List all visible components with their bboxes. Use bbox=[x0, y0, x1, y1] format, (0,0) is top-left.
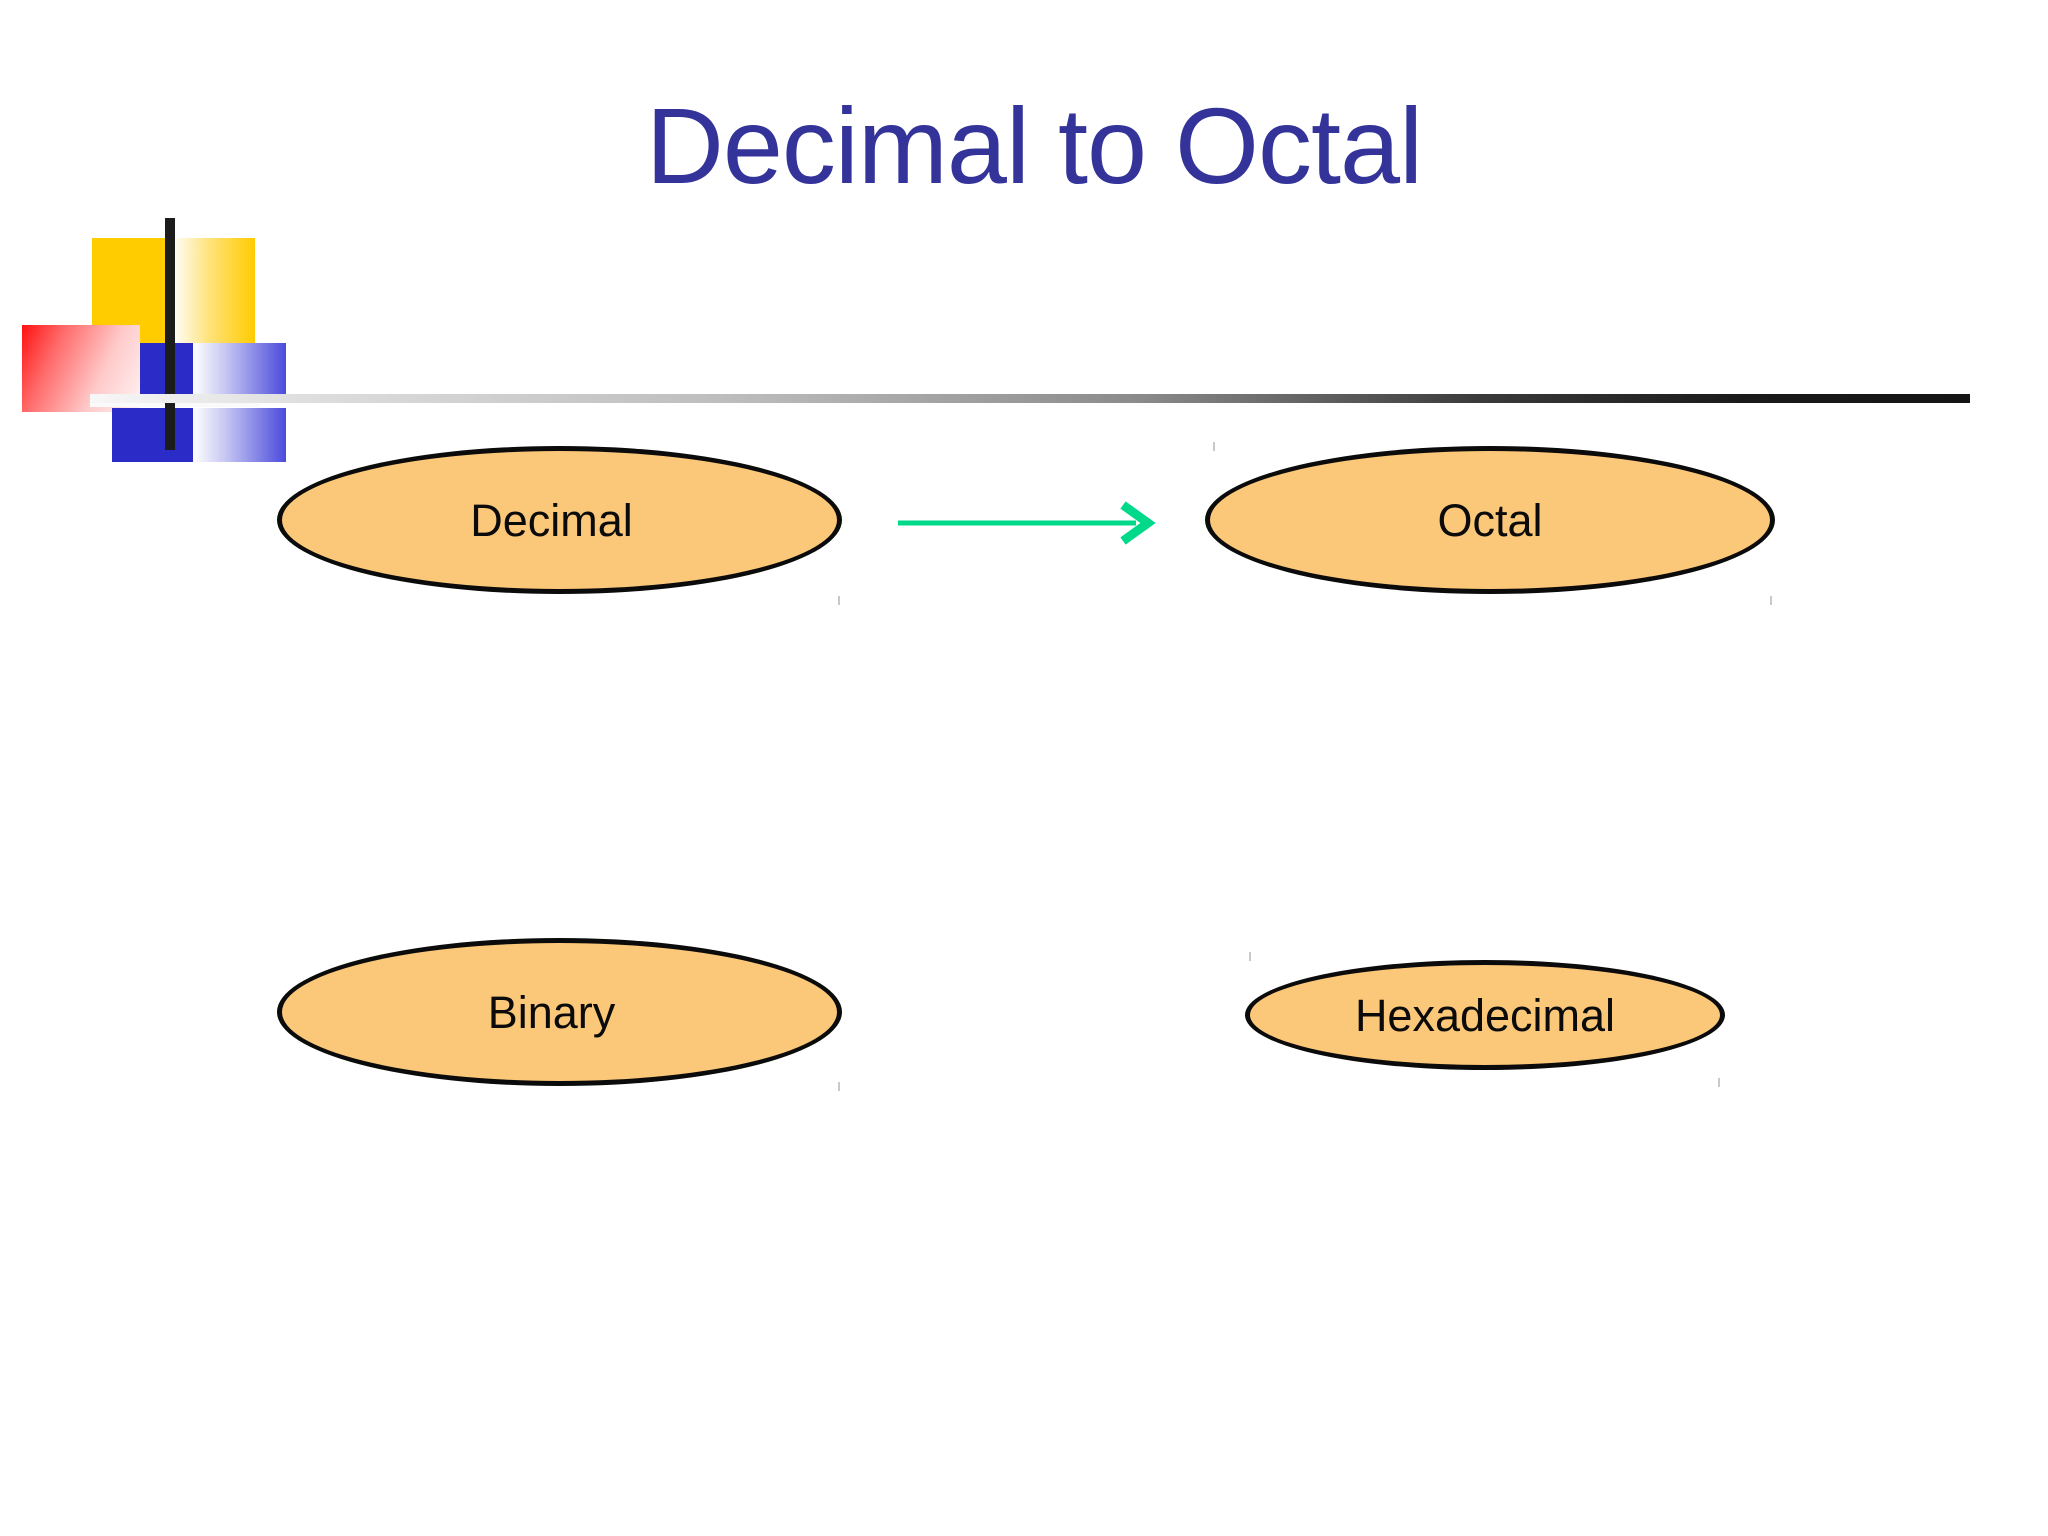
decorative-block-logo bbox=[0, 150, 320, 462]
tick-mark bbox=[838, 596, 840, 605]
page-title: Decimal to Octal bbox=[645, 85, 1423, 206]
node-octal[interactable]: Octal bbox=[1205, 446, 1775, 594]
tick-mark bbox=[1718, 1078, 1720, 1087]
horizontal-rule bbox=[90, 394, 1970, 403]
logo-vertical-bar bbox=[165, 218, 175, 450]
node-binary-label: Binary bbox=[487, 986, 616, 1038]
logo-blue-gradient-lower bbox=[193, 408, 286, 462]
tick-mark bbox=[1213, 442, 1215, 451]
logo-blue-square-lower bbox=[112, 408, 193, 462]
logo-blue-gradient-upper bbox=[193, 343, 286, 403]
node-hexadecimal-label: Hexadecimal bbox=[1354, 989, 1616, 1041]
node-binary[interactable]: Binary bbox=[277, 938, 842, 1086]
tick-mark bbox=[1770, 596, 1772, 605]
tick-mark bbox=[838, 1082, 840, 1091]
tick-mark bbox=[1249, 952, 1251, 961]
logo-yellow-gradient bbox=[172, 238, 255, 343]
node-decimal[interactable]: Decimal bbox=[277, 446, 842, 594]
node-hexadecimal[interactable]: Hexadecimal bbox=[1245, 960, 1725, 1070]
node-decimal-label: Decimal bbox=[470, 494, 633, 546]
arrow-decimal-to-octal-icon bbox=[898, 501, 1156, 545]
node-octal-label: Octal bbox=[1437, 494, 1543, 546]
